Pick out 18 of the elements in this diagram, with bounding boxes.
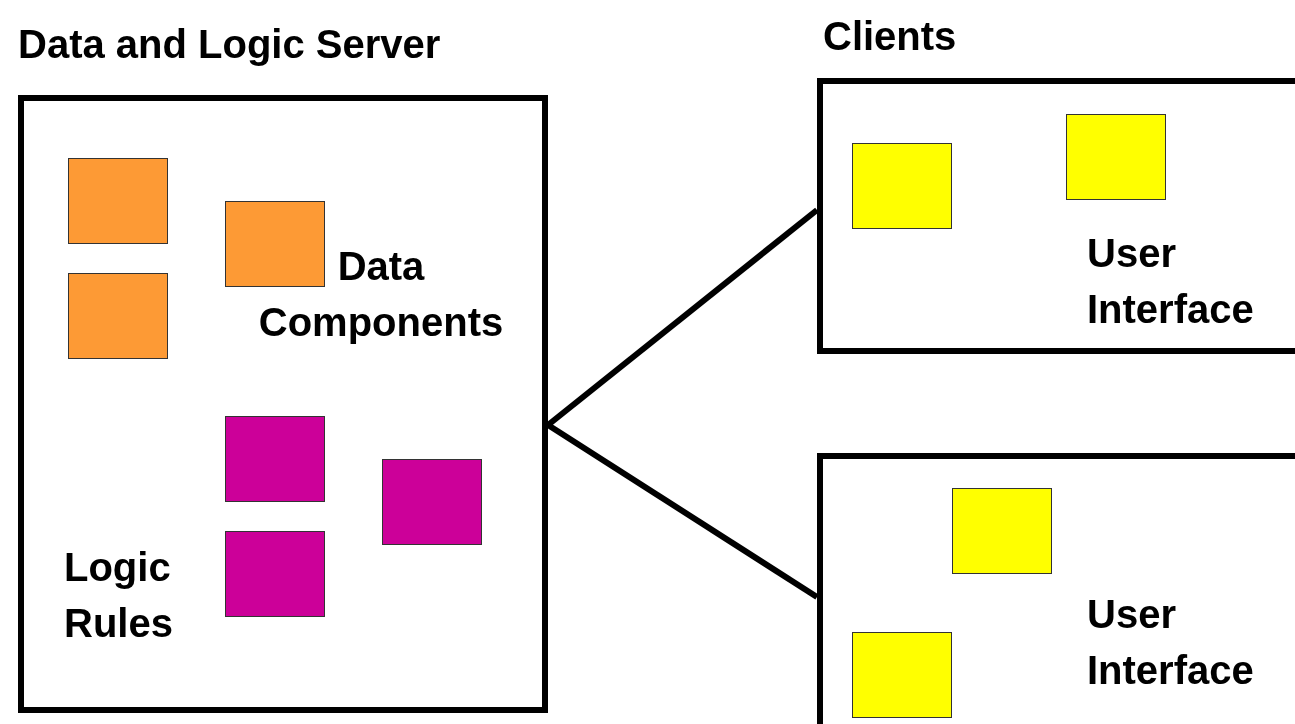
component-label: Data Components [257,243,505,346]
component-square [952,488,1052,574]
component-square [68,158,168,244]
component-square [852,632,952,718]
component-square [852,143,952,229]
component-square [1066,114,1166,200]
component-square [225,531,325,617]
component-label: User Interface [1087,230,1255,333]
heading: Data and Logic Server [18,21,442,68]
component-label: User Interface [1087,591,1255,694]
component-label: Logic Rules [64,544,174,647]
component-square [225,201,325,287]
client-box [817,78,1295,354]
group-heading: Clients [823,13,957,60]
component-square [68,273,168,359]
component-square [382,459,482,545]
client-box [817,453,1295,724]
component-square [225,416,325,502]
